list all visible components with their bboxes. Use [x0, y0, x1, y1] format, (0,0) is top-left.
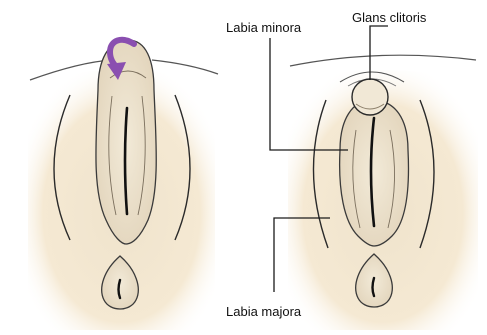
left-illustration — [28, 40, 218, 330]
right-top-contour — [290, 55, 476, 66]
labia-majora-label: Labia majora — [226, 304, 302, 319]
labia-minora-label: Labia minora — [226, 20, 302, 35]
right-illustration — [288, 55, 478, 330]
glans-clitoris-label: Glans clitoris — [352, 10, 427, 25]
glans-clitoris-shape — [352, 79, 388, 115]
